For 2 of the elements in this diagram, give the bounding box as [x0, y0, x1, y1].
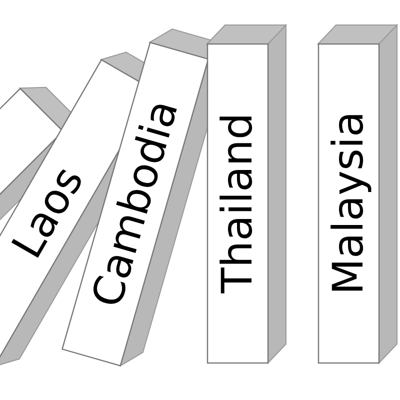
domino-label: Thailand [212, 112, 262, 294]
domino-label: Malaysia [324, 111, 372, 295]
